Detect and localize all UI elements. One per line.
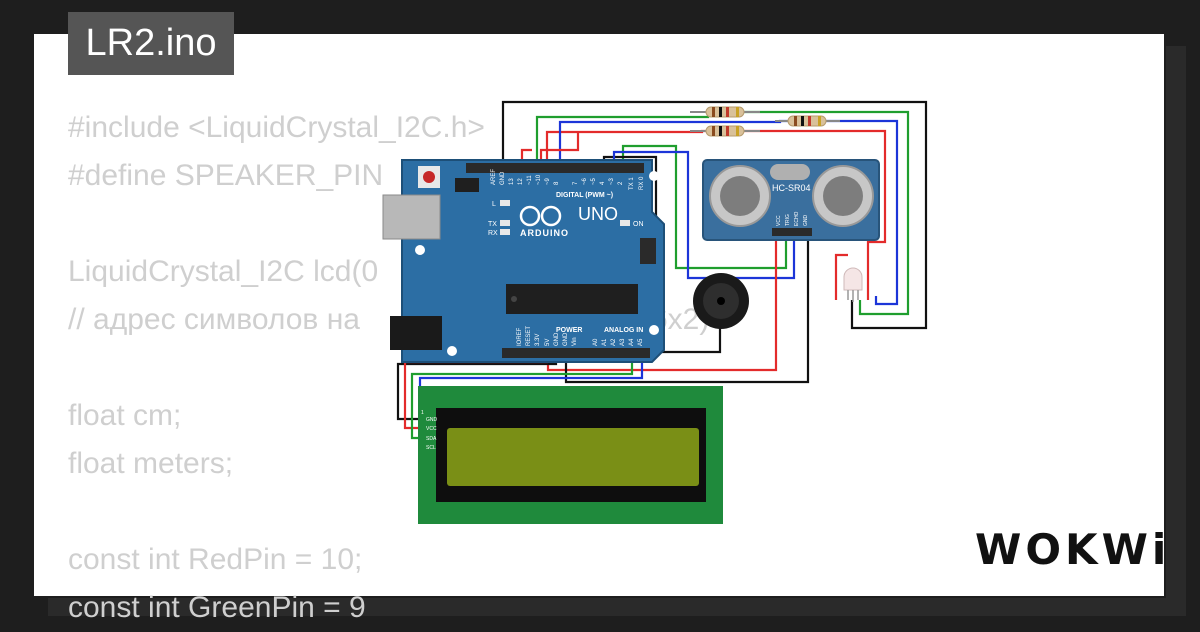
pin-label-5: ~5 [591, 177, 597, 185]
pin-label-4: 4 [600, 181, 606, 185]
wire-blue-echo[interactable] [612, 150, 796, 280]
led-on-label: ON [633, 221, 644, 228]
led-rx-label: RX [488, 230, 498, 237]
analog-label: ANALOG IN [604, 327, 643, 334]
arduino-uno-board[interactable]: AREF GND 13 12 ~11 ~10 ~9 8 7 ~6 ~5 4 ~3… [382, 159, 665, 363]
pin-label-12: 12 [518, 178, 524, 185]
sensor-pin-echo: ECHO [794, 211, 800, 226]
code-line: #define SPEAKER_PIN [68, 159, 384, 192]
lcd-pin-vcc: VCC [426, 426, 437, 432]
code-line: float meters; [68, 447, 234, 480]
sensor-pin-gnd: GND [803, 215, 809, 227]
pin-label-ioref: IOREF [517, 327, 523, 346]
resistor[interactable] [775, 115, 840, 127]
file-name-tab[interactable]: LR2.ino [68, 12, 234, 75]
pin-label-9: ~9 [545, 177, 551, 185]
rgb-led[interactable] [843, 267, 863, 302]
sensor-label: HC-SR04 [772, 183, 811, 193]
pin-label-13: 13 [509, 178, 515, 185]
lcd-pin-scl: SCL [426, 445, 436, 451]
pin-label-3: ~3 [609, 177, 615, 185]
wire-green-lcd[interactable] [410, 356, 634, 440]
card-shadow-bottom [48, 598, 1186, 616]
wokwi-logo: WOKWi [975, 525, 1171, 574]
sensor-pin-vcc: VCC [776, 215, 782, 226]
code-line: const int RedPin = 10; [68, 543, 363, 576]
card-shadow-right [1166, 46, 1186, 598]
brand-label: ARDUINO [520, 228, 569, 238]
pin-label-2: 2 [618, 181, 624, 185]
lcd-screen [447, 428, 699, 486]
wire-green-trig[interactable] [621, 144, 788, 270]
microcontroller-chip [506, 284, 638, 314]
circuit-diagram: AREF GND 13 12 ~11 ~10 ~9 8 7 ~6 ~5 4 ~3… [382, 100, 928, 524]
arduino-logo-icon [519, 205, 562, 227]
sensor-header [772, 228, 812, 236]
pin-label-10: ~10 [536, 174, 542, 185]
lcd-pin-sda: SDA [426, 436, 437, 442]
wire-green-top[interactable] [535, 110, 910, 316]
model-label: UNO [578, 204, 618, 224]
pin-label-vin: Vin [572, 337, 578, 346]
lcd-pin-marker: 1 [421, 410, 424, 416]
pin-label-5v: 5V [545, 339, 551, 346]
header-bottom [502, 348, 650, 358]
pin-label-gnd1: GND [554, 332, 560, 346]
pin-label-a0: A0 [593, 338, 599, 346]
code-line: // адрес символов на змеры (16x2) [68, 303, 710, 336]
code-line: #include <LiquidCrystal_I2C.h> [68, 111, 485, 144]
code-line: const int GreenPin = 9 [68, 591, 366, 624]
led-l-label: L [492, 201, 496, 208]
code-background: #include <LiquidCrystal_I2C.h> #define S… [68, 104, 709, 632]
pin-label-reset: RESET [526, 326, 532, 346]
pin-label-a1: A1 [602, 338, 608, 346]
crystal [770, 164, 810, 180]
power-label: POWER [556, 327, 582, 334]
digital-label: DIGITAL (PWM ~) [556, 192, 613, 199]
lcd-pin-gnd: GND [426, 417, 438, 423]
pin-label-aref: AREF [491, 169, 497, 185]
pin-label-6: ~6 [582, 177, 588, 185]
wire-red-top[interactable] [545, 129, 887, 300]
pin-label-8: 8 [554, 181, 560, 185]
sensor-pin-trig: TRIG [785, 214, 791, 226]
led-tx-label: TX [488, 221, 497, 228]
wire-black-sensor-gnd[interactable] [564, 230, 810, 384]
usb-port [382, 194, 441, 240]
buzzer[interactable] [693, 273, 749, 329]
header-top [466, 163, 644, 173]
pin-label-a4: A4 [629, 338, 635, 346]
pin-label-a2: A2 [611, 338, 617, 346]
pin-label-3v3: 3.3V [535, 334, 541, 346]
pin-label-a3: A3 [620, 338, 626, 346]
wire-black-top[interactable] [501, 100, 928, 330]
resistor[interactable] [690, 106, 760, 118]
pin-label-7: 7 [573, 181, 579, 185]
pin-label-11: ~11 [527, 175, 533, 185]
icsp-header [640, 238, 656, 264]
pin-label-tx: TX 1 [629, 177, 635, 190]
pin-label-gnd: GND [500, 171, 506, 185]
pin-label-a5: A5 [638, 338, 644, 346]
lcd-display[interactable]: 1 GND VCC SDA SCL [418, 386, 723, 524]
wire-red-led[interactable] [834, 253, 848, 300]
pin-label-gnd2: GND [563, 332, 569, 346]
code-line: LiquidCrystal_I2C lcd(0 [68, 255, 379, 288]
ultrasonic-sensor[interactable]: HC-SR04 VCC TRIG ECHO GND [702, 159, 880, 241]
resistor[interactable] [690, 125, 760, 137]
power-jack [390, 316, 442, 350]
pin-label-rx: RX 0 [639, 176, 645, 190]
code-line: float cm; [68, 399, 182, 432]
